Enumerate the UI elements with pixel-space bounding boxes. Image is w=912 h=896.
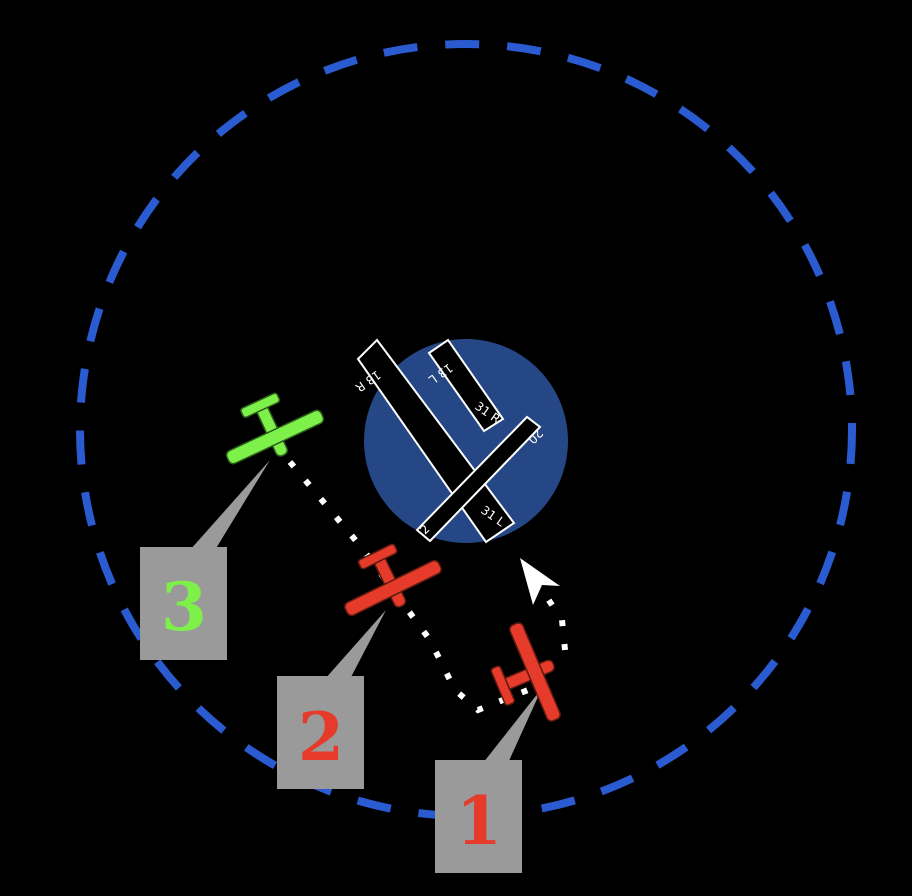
aircraft-label-3[interactable]: 3 [140, 547, 227, 660]
aircraft-label-2[interactable]: 2 [277, 676, 364, 789]
aircraft-label-3-text: 3 [161, 568, 207, 646]
runway-2-20[interactable] [415, 415, 542, 543]
aircraft-2-icon[interactable] [327, 528, 450, 630]
runway-13L-31R[interactable] [427, 338, 505, 433]
aircraft-3-icon[interactable] [210, 378, 332, 478]
label-pointer-2 [325, 610, 386, 679]
airport: 13 R 31 L 13 L 31 R 2 20 [353, 338, 568, 544]
aircraft-label-1[interactable]: 1 [435, 760, 522, 873]
flight-path-plane-1 [543, 594, 568, 651]
arrow-pointer-icon [520, 558, 560, 605]
radar-range-ring [76, 40, 856, 820]
label-pointer-1 [483, 688, 542, 763]
aircraft-label-2-text: 2 [298, 698, 344, 776]
label-pointer-3 [190, 460, 270, 550]
aircraft-label-1-text: 1 [456, 782, 502, 860]
